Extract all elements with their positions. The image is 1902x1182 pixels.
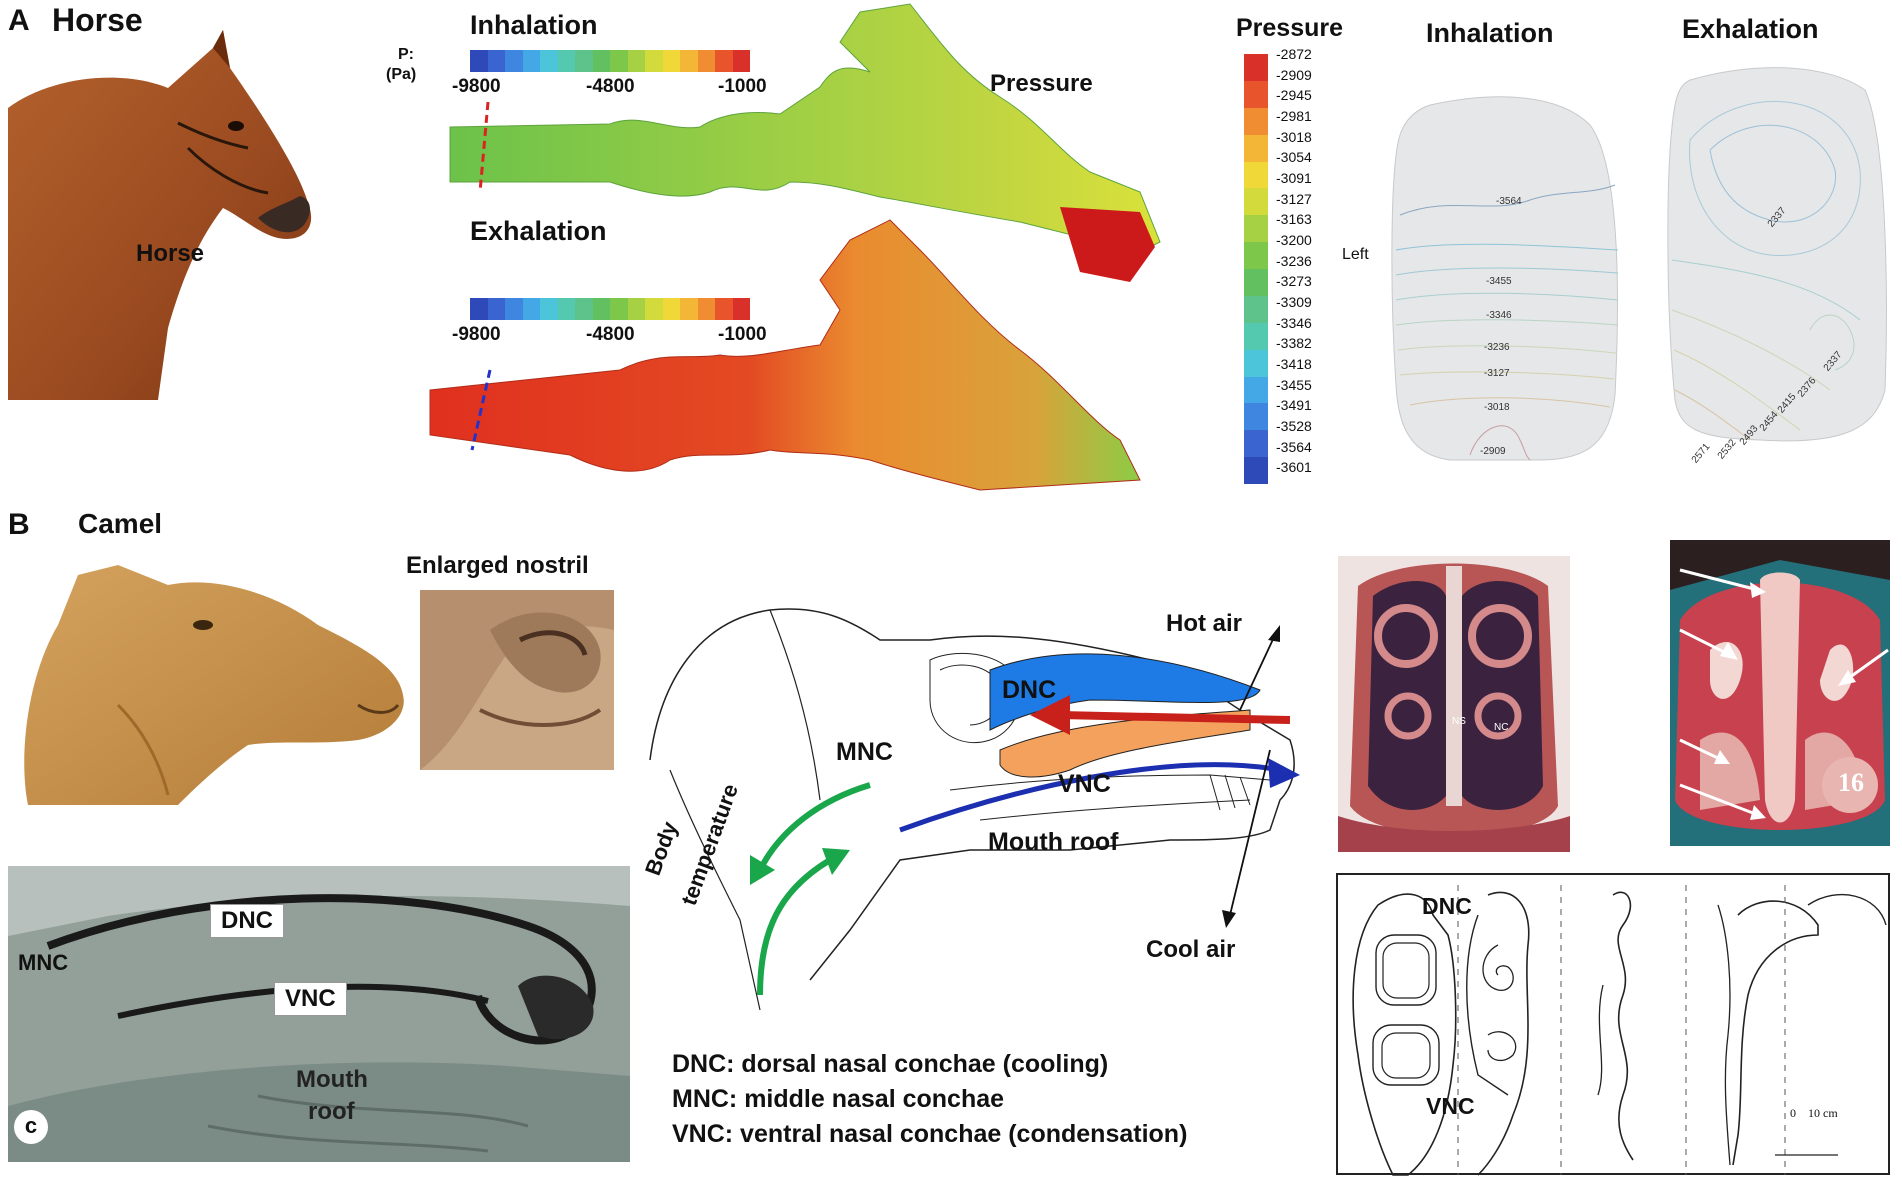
diag-mouth-label: Mouth roof <box>988 828 1119 856</box>
sketch-scale-label: 0 10 cm <box>1790 1106 1838 1120</box>
panel-b-letter: B <box>8 508 30 541</box>
contour-legend-value: -3418 <box>1276 356 1312 373</box>
horse-photo-label: Horse <box>136 240 205 267</box>
contour-legend-value: -3200 <box>1276 232 1312 249</box>
inhalation-contour-label: -3018 <box>1484 402 1510 413</box>
contour-legend-value: -3309 <box>1276 294 1312 311</box>
contour-legend-title: Pressure <box>1236 14 1344 42</box>
photo-mouth-label-2: roof <box>308 1098 355 1125</box>
diag-mnc-label: MNC <box>836 738 893 766</box>
photo-dnc-label: DNC <box>210 904 284 938</box>
panel-a-letter: A <box>8 4 30 37</box>
contour-legend-value: -3346 <box>1276 314 1312 331</box>
inhalation-colorbar <box>470 50 750 72</box>
exhalation-contour-label: 2532 <box>1715 437 1739 462</box>
diag-dnc-label: DNC <box>1002 676 1057 704</box>
inh-scale-max: -1000 <box>718 76 767 97</box>
exhalation-airway-model <box>429 219 1141 491</box>
legend-mnc: MNC: middle nasal conchae <box>672 1085 1005 1113</box>
horse-photo <box>8 28 338 400</box>
contour-legend-value: -3601 <box>1276 459 1312 476</box>
camel-airflow-diagram <box>649 608 1300 1011</box>
cross-section-arrows <box>1679 568 1889 820</box>
camel-photo <box>18 555 410 805</box>
inh-scale-min: -9800 <box>452 76 501 97</box>
photo-mnc-label: MNC <box>18 950 69 975</box>
contour-legend-value: -3127 <box>1276 190 1312 207</box>
left-label: Left <box>1342 246 1369 263</box>
inhalation-contour-section <box>1391 96 1619 461</box>
p-unit-label: (Pa) <box>386 66 417 83</box>
pressure-label: Pressure <box>990 70 1093 97</box>
inhalation-airway-model <box>449 3 1161 282</box>
photo-mouth-label-1: Mouth <box>296 1066 368 1093</box>
contour-legend-value: -2981 <box>1276 108 1312 125</box>
contour-inhalation-title: Inhalation <box>1426 18 1554 48</box>
legend-vnc: VNC: ventral nasal conchae (condensation… <box>672 1120 1188 1148</box>
inhalation-contour-label: -3127 <box>1484 368 1510 379</box>
exhalation-contour-section <box>1667 67 1887 442</box>
exhalation-title: Exhalation <box>470 216 607 246</box>
contour-legend-value: -3564 <box>1276 438 1312 455</box>
contour-legend-value: -2909 <box>1276 66 1312 83</box>
contour-legend-value: -3091 <box>1276 170 1312 187</box>
cross-section-photo-1 <box>1338 556 1570 852</box>
inh-scale-mid: -4800 <box>586 76 635 97</box>
sketch-vnc-label: VNC <box>1426 1093 1475 1119</box>
contour-legend-value: -3236 <box>1276 252 1312 269</box>
exhalation-contour-label: 2571 <box>1689 441 1713 466</box>
inhalation-contour-label: -3564 <box>1496 196 1522 207</box>
contour-exhalation-title: Exhalation <box>1682 14 1819 44</box>
contour-legend-value: -3018 <box>1276 128 1312 145</box>
contour-legend-value: -3528 <box>1276 418 1312 435</box>
exh-scale-max: -1000 <box>718 324 767 345</box>
diag-vnc-label: VNC <box>1058 770 1111 798</box>
contour-legend-value: -3382 <box>1276 335 1312 352</box>
contour-legend-value: -2872 <box>1276 46 1312 62</box>
exh-scale-mid: -4800 <box>586 324 635 345</box>
nostril-label: Enlarged nostril <box>406 552 589 579</box>
contour-legend-value: -3491 <box>1276 397 1312 414</box>
inhalation-contour-label: -3236 <box>1484 342 1510 353</box>
panel-a-title: Horse <box>52 2 143 38</box>
photo-c-label: c <box>14 1110 48 1144</box>
contour-legend-value: -3455 <box>1276 376 1312 393</box>
photo-vnc-label: VNC <box>274 982 347 1016</box>
exh-scale-min: -9800 <box>452 324 501 345</box>
contour-legend-value: -3054 <box>1276 149 1312 166</box>
p-label: P: <box>398 46 414 63</box>
panel-b-title: Camel <box>78 508 163 539</box>
contour-legend-value: -2945 <box>1276 87 1312 104</box>
contour-legend-value: -3163 <box>1276 211 1312 228</box>
inhalation-contour-label: -2909 <box>1480 446 1506 457</box>
contour-legend-bar <box>1244 54 1268 484</box>
inhalation-contour-label: -3455 <box>1486 276 1512 287</box>
inhalation-title: Inhalation <box>470 10 598 40</box>
nostril-photo <box>420 590 614 770</box>
sketch-dnc-label: DNC <box>1422 893 1472 919</box>
inhalation-contour-label: -3346 <box>1486 310 1512 321</box>
contour-legend-value: -3273 <box>1276 273 1312 290</box>
cool-air-label: Cool air <box>1146 936 1236 963</box>
legend-dnc: DNC: dorsal nasal conchae (cooling) <box>672 1050 1109 1078</box>
section-nc-label: NC <box>1494 722 1509 733</box>
turbinate-sketch-box <box>1336 873 1890 1176</box>
section-number-label: 16 <box>1838 768 1864 797</box>
exhalation-colorbar <box>470 298 750 320</box>
hot-air-label: Hot air <box>1166 610 1243 637</box>
section-ns-label: NS <box>1452 716 1466 727</box>
